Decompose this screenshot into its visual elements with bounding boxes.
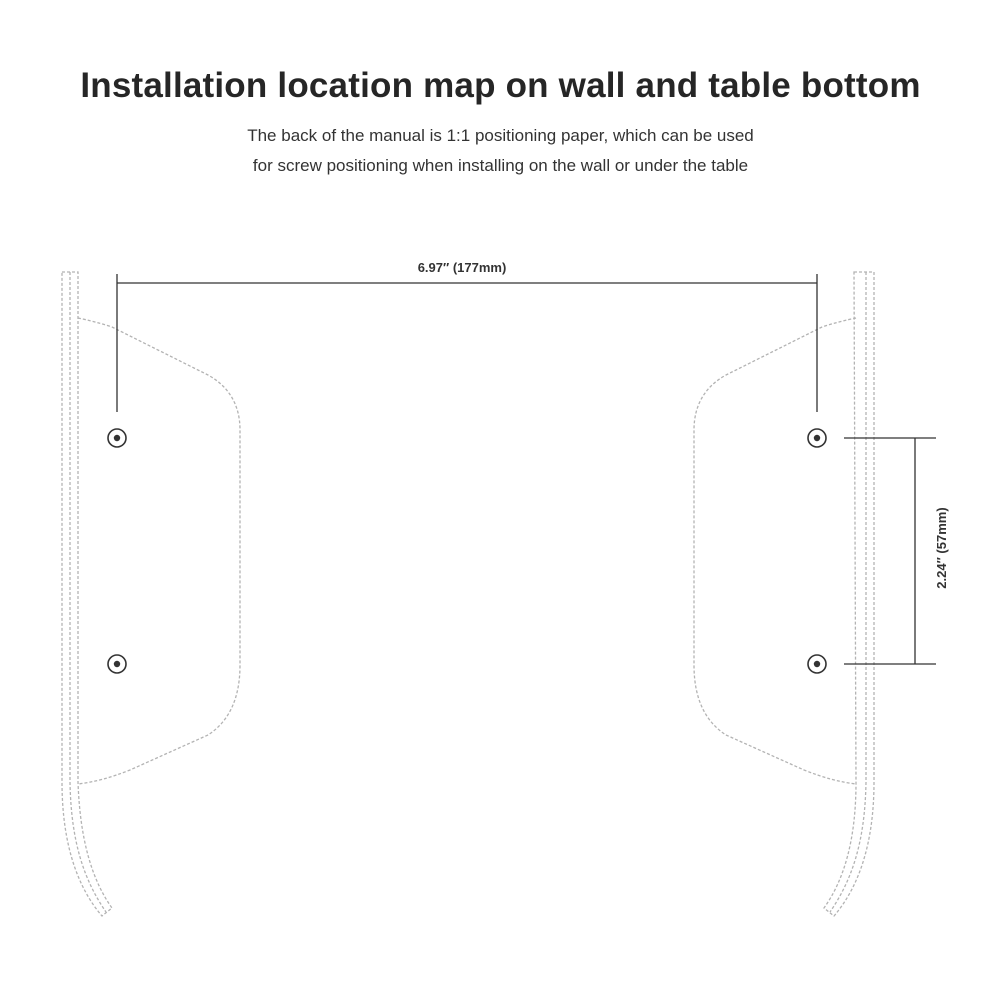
vertical-dimension (844, 437, 936, 665)
screw-hole-top-right (807, 428, 827, 448)
right-bracket (693, 271, 875, 917)
right-bracket-outer-rail (823, 271, 875, 917)
left-bracket-outer-rail (61, 271, 113, 917)
horizontal-dimension (116, 274, 818, 412)
left-bracket (61, 271, 241, 917)
subtitle-line-2: for screw positioning when installing on… (252, 156, 749, 175)
subtitle-line-1: The back of the manual is 1:1 positionin… (247, 126, 754, 145)
left-bracket-inner-rail (69, 272, 107, 913)
right-bracket-plate (693, 317, 857, 785)
left-bracket-plate (77, 317, 241, 785)
vertical-dimension-label: 2.24″ (57mm) (934, 507, 949, 588)
screw-hole-top-left (107, 428, 127, 448)
horizontal-dimension-label: 6.97″ (177mm) (418, 260, 507, 275)
right-bracket-inner-rail (829, 272, 867, 913)
page-title: Installation location map on wall and ta… (80, 66, 921, 105)
screw-hole-bottom-left (107, 654, 127, 674)
screw-hole-bottom-right (807, 654, 827, 674)
